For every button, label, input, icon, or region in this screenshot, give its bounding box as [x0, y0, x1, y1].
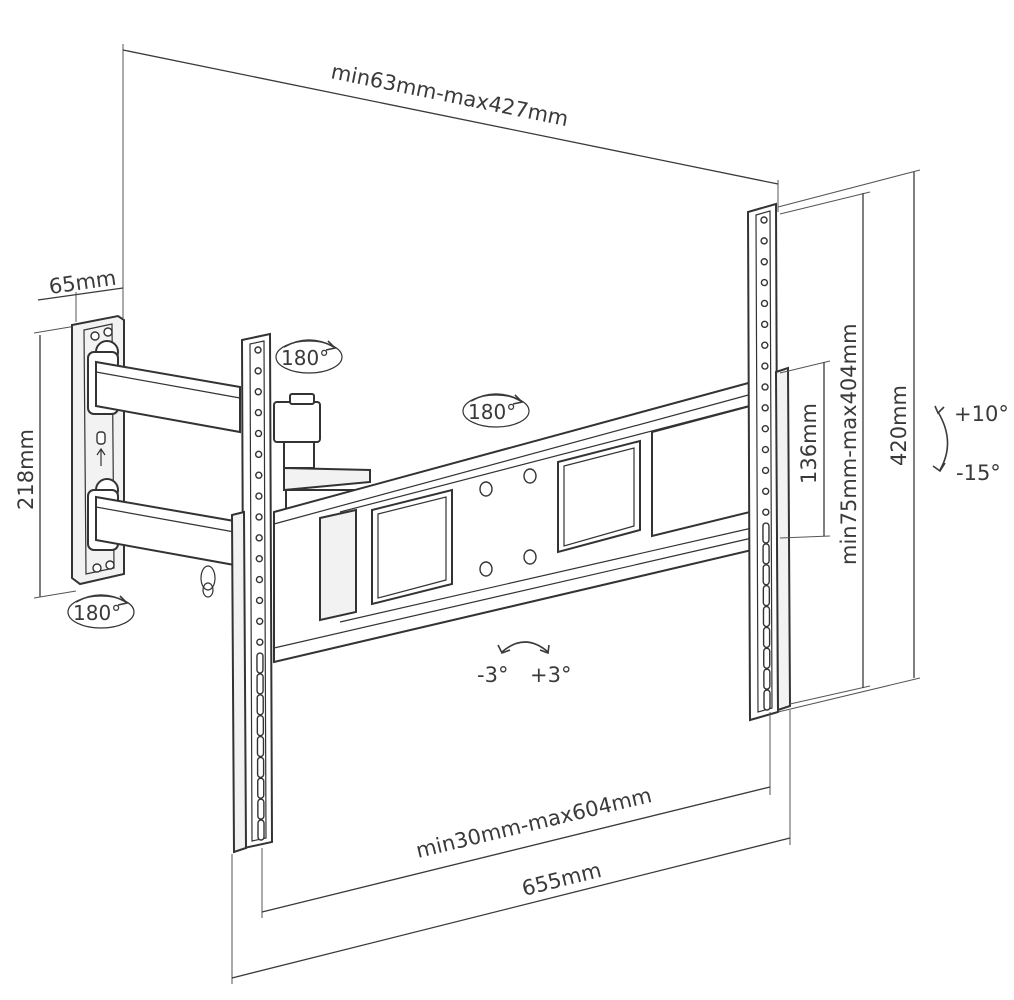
mounting-hole [255, 617, 264, 626]
mounting-hole [761, 424, 770, 433]
vesa-outer-label: 420mm [887, 385, 911, 466]
mounting-slot [256, 714, 265, 737]
mounting-slot [762, 543, 770, 565]
arm-extension-label: min63mm-max427mm [329, 59, 570, 131]
mounting-hole [760, 278, 769, 287]
mounting-hole [255, 492, 263, 500]
mounting-slot [257, 777, 265, 799]
mounting-hole [254, 429, 263, 438]
mounting-hole [762, 508, 770, 516]
mounting-hole [255, 513, 263, 521]
mounting-hole [761, 341, 769, 349]
total-width-dimension: 655mm [231, 710, 791, 984]
mounting-slot [256, 694, 264, 716]
mounting-hole [761, 466, 770, 475]
mounting-slot [256, 652, 264, 674]
wall-swivel-rotation: 180° [67, 594, 135, 629]
mounting-hole [256, 638, 264, 646]
right-bracket-holes [760, 216, 771, 711]
left-arm-bar [230, 332, 274, 854]
left-bar-holes [254, 346, 265, 841]
mounting-hole [760, 299, 769, 308]
mounting-slot [256, 735, 265, 758]
mounting-slot [763, 668, 771, 690]
mounting-slot [257, 819, 265, 841]
mounting-hole [254, 388, 262, 396]
mounting-slot [256, 673, 264, 695]
level-right-label: +3° [530, 663, 571, 687]
crossbar-height-dimension: 136mm [779, 360, 831, 539]
center-swivel-rotation: 180° [462, 393, 530, 428]
crossbar [273, 380, 753, 664]
right-vesa-bracket [746, 202, 792, 722]
tilt-indicator: +10° -15° [932, 402, 1009, 485]
mounting-hole [761, 445, 770, 454]
arm-joint-rotation-label: 180° [281, 346, 329, 370]
mounting-hole [760, 320, 769, 329]
mounting-hole [760, 216, 768, 224]
vesa-outer-dimension: 420mm [777, 169, 921, 713]
mounting-slot [762, 626, 771, 649]
mounting-hole [255, 534, 263, 542]
wall-swivel-rotation-label: 180° [73, 601, 121, 625]
mounting-slot [763, 647, 771, 669]
tilt-down-label: -15° [956, 461, 1001, 485]
mounting-hole [761, 362, 769, 370]
total-width-label: 655mm [519, 858, 603, 901]
vesa-range-label: min75mm-max404mm [837, 323, 861, 565]
mounting-hole [760, 258, 768, 266]
level-left-label: -3° [477, 663, 508, 687]
mounting-hole [254, 408, 263, 417]
mounting-hole [255, 471, 263, 479]
vesa-horizontal-label: min30mm-max604mm [414, 783, 654, 863]
tilt-up-label: +10° [954, 402, 1009, 426]
center-swivel-rotation-label: 180° [468, 400, 516, 424]
wall-plate-depth-label: 65mm [47, 266, 117, 299]
wall-plate-height-dimension: 218mm [14, 325, 77, 599]
vesa-range-dimension: min75mm-max404mm [779, 191, 871, 705]
mounting-slot [762, 564, 770, 586]
wall-arms [95, 360, 241, 598]
mounting-hole [761, 383, 769, 391]
mounting-slot [763, 689, 771, 711]
vesa-horizontal-dimension: min30mm-max604mm [261, 712, 771, 918]
wall-plate-height-label: 218mm [14, 429, 38, 510]
mounting-slot [256, 756, 265, 779]
mounting-hole [254, 346, 262, 354]
mounting-hole [255, 554, 264, 563]
arm-extension-dimension: min63mm-max427mm [122, 44, 779, 318]
wall-plate-depth-dimension: 65mm [37, 266, 124, 322]
mounting-hole [254, 450, 263, 459]
mounting-hole [254, 367, 262, 375]
level-adjust-indicator: -3° +3° [477, 641, 571, 687]
mounting-hole [255, 596, 264, 605]
mounting-hole [760, 237, 768, 245]
mounting-slot [762, 522, 770, 544]
mounting-slot [762, 605, 771, 628]
mounting-slot [762, 584, 771, 607]
mounting-hole [255, 575, 264, 584]
mounting-slot [257, 798, 265, 820]
mounting-hole [761, 487, 770, 496]
arm-joint-rotation: 180° [275, 339, 343, 374]
crossbar-height-label: 136mm [797, 403, 821, 484]
mounting-hole [761, 404, 769, 412]
